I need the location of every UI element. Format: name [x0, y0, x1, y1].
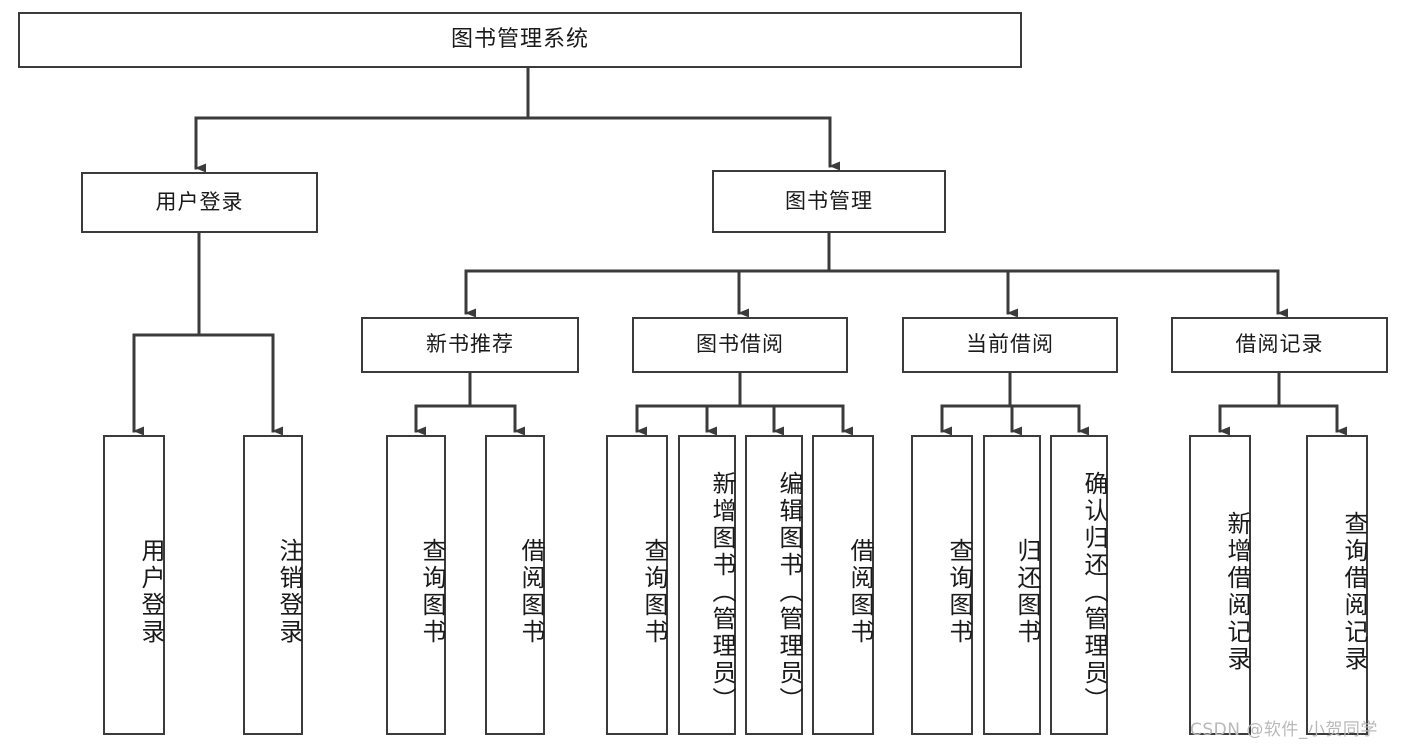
node-root[interactable]: 图书管理系统	[18, 12, 1022, 68]
node-leaf-query-book-1-label: 查询图书	[418, 538, 446, 646]
node-leaf-confirm-return-label: 确认归还（管理员）	[1080, 470, 1108, 714]
node-leaf-query-book-3-label: 查询图书	[945, 538, 973, 646]
node-leaf-add-book[interactable]: 新增图书（管理员）	[678, 435, 736, 735]
node-book-manage-label: 图书管理	[785, 188, 873, 213]
node-current-borrow[interactable]: 当前借阅	[902, 317, 1118, 373]
node-new-book-recommend-label: 新书推荐	[426, 332, 514, 357]
node-leaf-query-book-2-label: 查询图书	[640, 538, 668, 646]
node-leaf-query-book-2[interactable]: 查询图书	[606, 435, 668, 735]
node-borrow-record[interactable]: 借阅记录	[1171, 317, 1388, 373]
node-leaf-logout[interactable]: 注销登录	[243, 435, 303, 735]
node-leaf-return-book-label: 归还图书	[1013, 538, 1041, 646]
node-leaf-borrow-book-2-label: 借阅图书	[846, 538, 874, 646]
node-leaf-query-book-3[interactable]: 查询图书	[911, 435, 973, 735]
node-book-borrow[interactable]: 图书借阅	[632, 317, 848, 373]
node-leaf-add-book-label: 新增图书（管理员）	[708, 470, 736, 714]
node-leaf-user-login[interactable]: 用户登录	[103, 435, 165, 735]
tree-edges	[132, 66, 1347, 436]
node-user-login-label: 用户登录	[155, 189, 244, 214]
node-leaf-query-record-label: 查询借阅记录	[1340, 511, 1368, 673]
node-leaf-logout-label: 注销登录	[275, 538, 303, 646]
node-leaf-confirm-return[interactable]: 确认归还（管理员）	[1050, 435, 1108, 735]
node-leaf-user-login-label: 用户登录	[137, 538, 165, 646]
node-leaf-edit-book-label: 编辑图书（管理员）	[775, 470, 803, 714]
node-new-book-recommend[interactable]: 新书推荐	[361, 317, 579, 373]
node-leaf-add-record-label: 新增借阅记录	[1223, 511, 1251, 673]
node-leaf-borrow-book-1[interactable]: 借阅图书	[485, 435, 545, 735]
node-borrow-record-label: 借阅记录	[1235, 332, 1324, 357]
node-current-borrow-label: 当前借阅	[966, 332, 1054, 357]
node-leaf-query-book-1[interactable]: 查询图书	[386, 435, 446, 735]
node-leaf-borrow-book-1-label: 借阅图书	[517, 538, 545, 646]
node-user-login[interactable]: 用户登录	[81, 172, 318, 233]
node-book-manage[interactable]: 图书管理	[712, 170, 946, 233]
node-leaf-query-record[interactable]: 查询借阅记录	[1306, 435, 1368, 735]
node-leaf-edit-book[interactable]: 编辑图书（管理员）	[745, 435, 803, 735]
node-root-label: 图书管理系统	[450, 26, 589, 52]
node-leaf-borrow-book-2[interactable]: 借阅图书	[812, 435, 874, 735]
node-book-borrow-label: 图书借阅	[696, 332, 784, 357]
node-leaf-return-book[interactable]: 归还图书	[983, 435, 1041, 735]
node-leaf-add-record[interactable]: 新增借阅记录	[1189, 435, 1251, 735]
csdn-watermark: CSDN @软件_小贺同学	[1190, 720, 1378, 740]
